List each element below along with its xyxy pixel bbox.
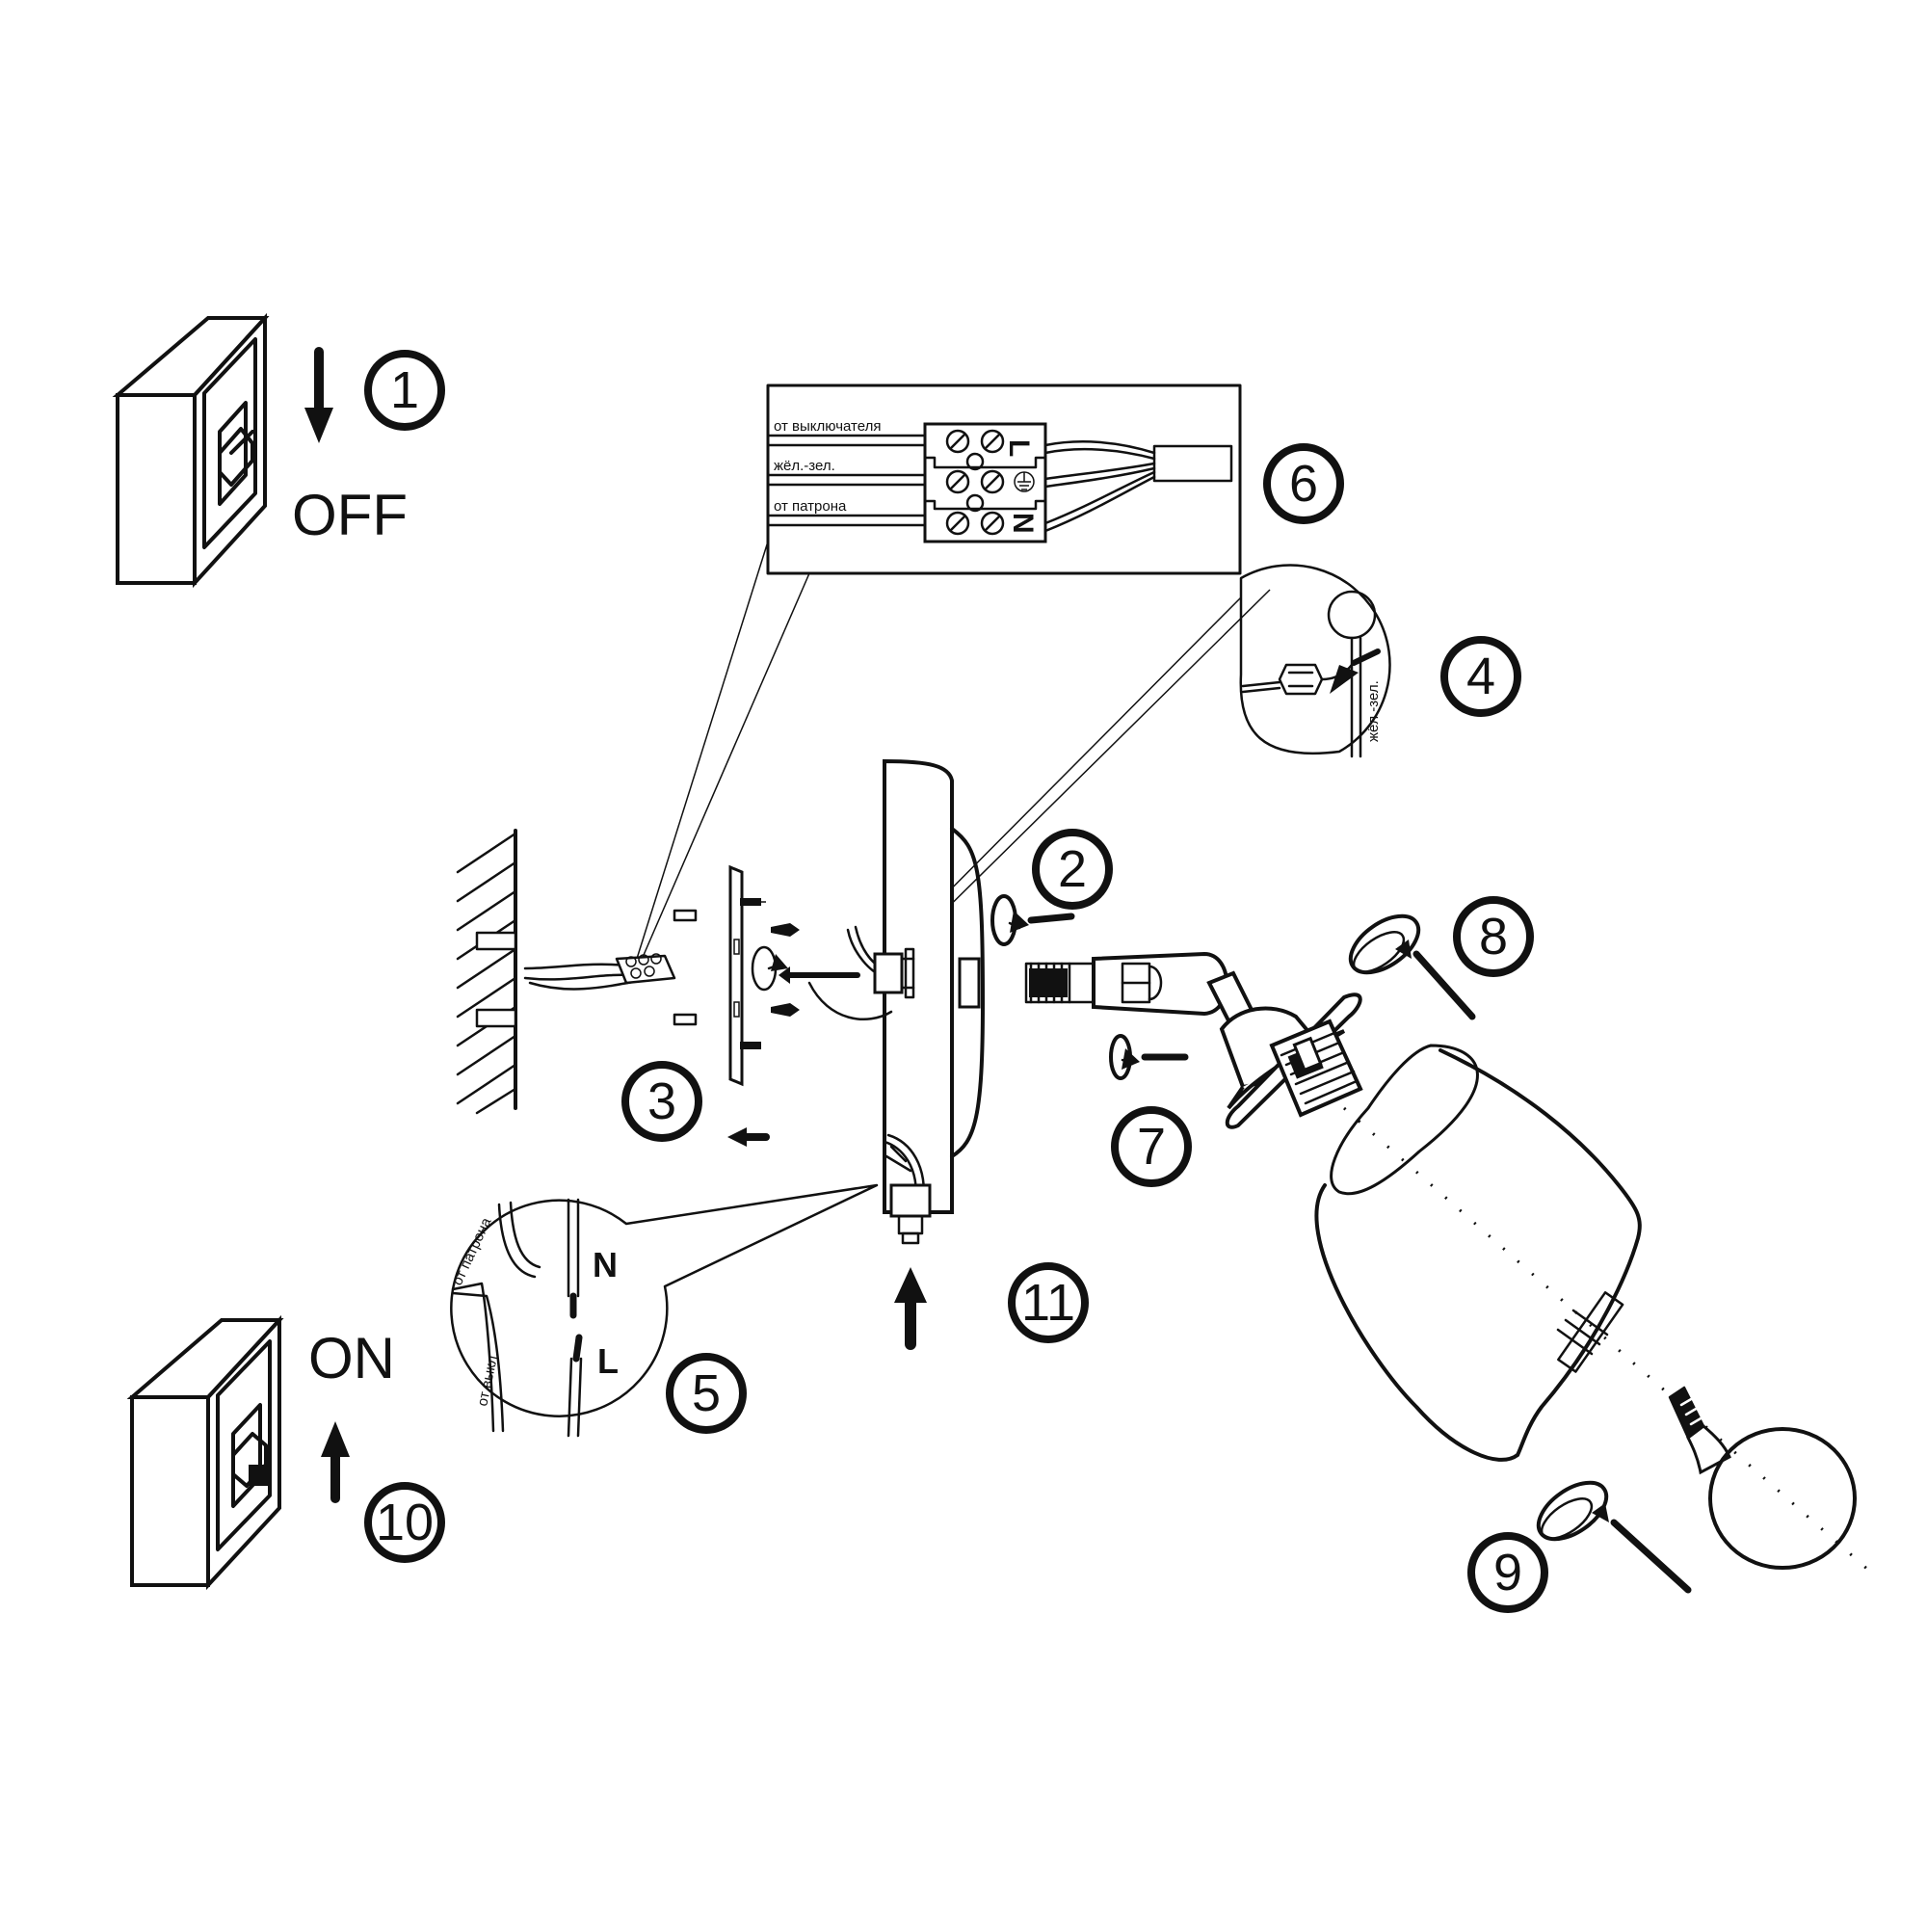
ring-icon xyxy=(1348,913,1421,975)
step-2-badge: 2 xyxy=(1032,829,1113,910)
terminal-screw-icon xyxy=(945,429,1005,536)
rotate-arrow-icon xyxy=(751,945,788,992)
terminal-block-detail: от выключателя жёл.-зел. от патрона L N xyxy=(766,384,1242,575)
wire-yellow-green-label: жёл.-зел. xyxy=(774,458,835,474)
thread-hatch xyxy=(1029,962,1071,1004)
step-11-badge: 11 xyxy=(1008,1262,1089,1343)
wire-connection-detail: от патрона от выкл. N L xyxy=(449,1183,879,1438)
dowel-icon xyxy=(673,909,698,1026)
wire-from-socket-label: от патрона xyxy=(774,498,847,515)
switch-off-label: OFF xyxy=(292,483,408,547)
lamp-arm xyxy=(1024,951,1255,1029)
step-1-badge: 1 xyxy=(364,350,445,431)
step-8-number: 8 xyxy=(1479,908,1508,966)
step-1-number: 1 xyxy=(390,361,419,419)
wall-switch-off xyxy=(112,312,270,589)
wall-switch-on xyxy=(126,1314,284,1591)
light-bulb xyxy=(1668,1386,1857,1570)
step-6-number: 6 xyxy=(1289,455,1318,513)
lamp-shade xyxy=(1314,1044,1642,1462)
step-7-badge: 7 xyxy=(1111,1106,1192,1187)
step-10-badge: 10 xyxy=(364,1482,445,1563)
ring-icon xyxy=(1536,1480,1609,1542)
lamp-base xyxy=(807,758,985,1245)
terminal-N-label: N xyxy=(1007,513,1039,534)
wall-section xyxy=(456,829,517,1115)
screw-icon xyxy=(771,923,800,1017)
switch-on-label: ON xyxy=(308,1326,395,1390)
arrow-down-icon xyxy=(304,347,333,443)
washer-icon xyxy=(1109,1034,1140,1080)
step-10-number: 10 xyxy=(376,1494,434,1551)
ground-wire-label: жёл.-зел. xyxy=(1365,680,1382,742)
wire-from-switch-label: от выключателя xyxy=(774,418,881,435)
arrow-up-icon xyxy=(894,1267,927,1350)
wire-L-label: L xyxy=(597,1341,619,1381)
ground-symbol-icon xyxy=(1014,471,1035,492)
arrow-left-icon xyxy=(727,1127,770,1147)
terminal-L-label: L xyxy=(1003,439,1035,457)
arrow-up-icon xyxy=(321,1421,350,1503)
step-5-number: 5 xyxy=(692,1364,721,1422)
step-4-number: 4 xyxy=(1466,648,1495,705)
step-7-number: 7 xyxy=(1137,1118,1166,1176)
step-9-badge: 9 xyxy=(1467,1532,1548,1613)
wire-N-label: N xyxy=(593,1245,618,1284)
lamp-socket xyxy=(1219,992,1363,1129)
step-8-badge: 8 xyxy=(1453,896,1534,977)
washer-icon xyxy=(990,894,1029,946)
step-3-number: 3 xyxy=(647,1072,676,1130)
step-9-number: 9 xyxy=(1493,1544,1522,1601)
step-2-number: 2 xyxy=(1058,840,1087,898)
step-5-badge: 5 xyxy=(666,1353,747,1434)
step-3-badge: 3 xyxy=(621,1061,702,1142)
step-6-badge: 6 xyxy=(1263,443,1344,524)
wall-wiring xyxy=(523,953,676,991)
mounting-plate xyxy=(728,864,766,1087)
step-11-number: 11 xyxy=(1021,1274,1075,1332)
ground-screw-detail: жёл.-зел. xyxy=(1239,564,1391,758)
step-4-badge: 4 xyxy=(1440,636,1521,717)
assembly-axis xyxy=(1343,1106,1870,1573)
